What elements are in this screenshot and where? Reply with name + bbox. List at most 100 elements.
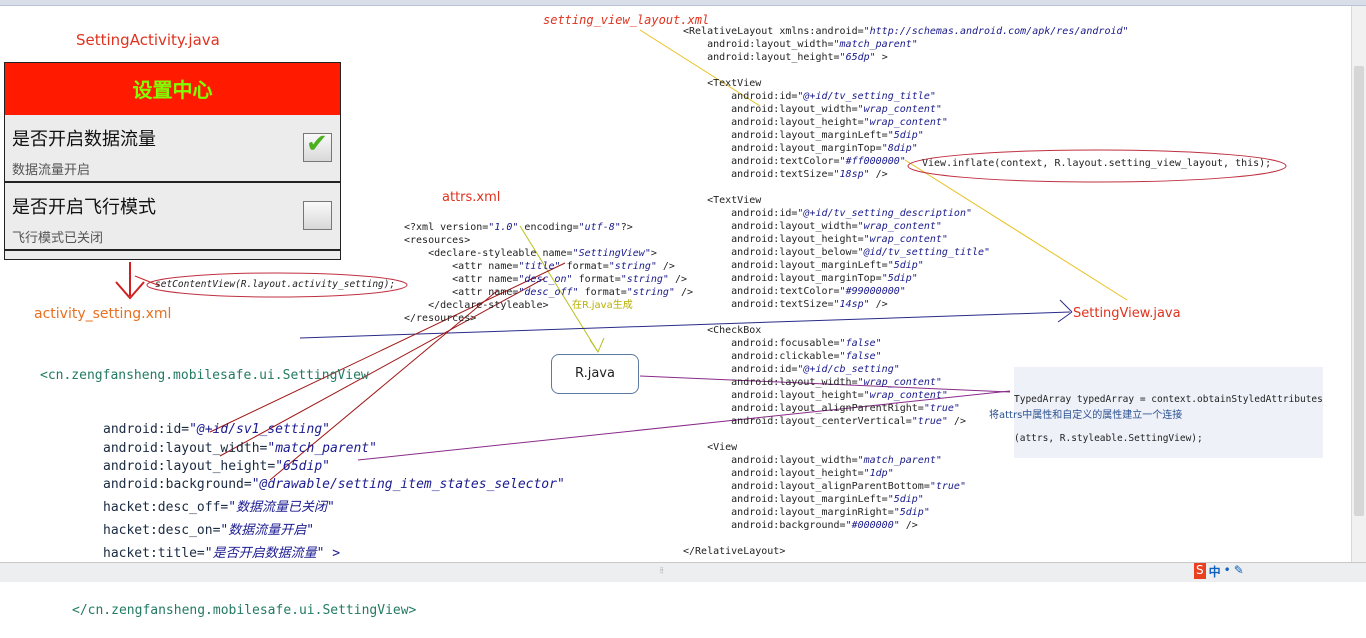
connector-setcontentview	[134, 275, 161, 287]
code-text: format=	[578, 287, 627, 298]
code-text: android:textColor=	[683, 286, 840, 297]
code-line: </RelativeLayout>	[683, 545, 1129, 558]
inflate-callout: View.inflate(context, R.layout.setting_v…	[922, 158, 1272, 169]
code-line: android:focusable="false"	[683, 337, 1129, 350]
ime-toolbar[interactable]: S 中 • ✎	[1194, 563, 1244, 579]
code-text: <attr name=	[404, 261, 519, 272]
setcontentview-ellipse	[146, 272, 408, 298]
code-line: android:layout_below="@id/tv_setting_tit…	[683, 246, 1129, 259]
connector-desc-off	[209, 262, 566, 433]
typedarray-box: TypedArray typedArray = context.obtainSt…	[1014, 367, 1323, 458]
activity-setting-label: activity_setting.xml	[34, 306, 172, 322]
setting-row-data[interactable]: 是否开启数据流量 数据流量开启 ✔	[5, 115, 340, 183]
user-icon[interactable]: •	[1223, 563, 1231, 577]
connector-title	[269, 289, 499, 481]
bottom-status-bar: ⦙⦙	[0, 562, 1366, 582]
code-text: android:layout_width=	[103, 440, 268, 456]
code-value: "65dip"	[275, 459, 330, 475]
code-line: android:layout_height="wrap_content"	[683, 116, 1129, 129]
code-line: <CheckBox	[683, 324, 1129, 337]
setting-row-airplane[interactable]: 是否开启飞行模式 飞行模式已关闭	[5, 183, 340, 251]
code-value: "@drawable/setting_item_states_selector"	[251, 477, 565, 493]
code-line: android:layout_centerVertical="true" />	[683, 415, 1129, 428]
code-line: android:id="@+id/cb_setting"	[683, 363, 1129, 376]
code-value: "true"	[911, 416, 948, 427]
code-line: android:id="@+id/tv_setting_title"	[683, 90, 1129, 103]
code-value: "match_parent"	[267, 440, 377, 456]
code-text: />	[947, 416, 966, 427]
code-value: "5dip"	[893, 507, 930, 518]
code-text: </RelativeLayout>	[683, 546, 786, 557]
code-value: "#99000000"	[839, 286, 906, 297]
attrs-link-note: 将attrs中属性和自定义的属性建立一个连接	[989, 410, 1183, 421]
code-text: />	[899, 520, 918, 531]
scroll-grip-icon[interactable]: ⦙⦙	[660, 566, 664, 575]
vertical-scrollbar[interactable]	[1351, 6, 1366, 562]
code-text: <attr name=	[404, 287, 519, 298]
code-value: "5dip"	[881, 273, 918, 284]
code-value: "5dip"	[887, 130, 924, 141]
code-text: android:layout_marginTop=	[683, 273, 882, 284]
inflate-ellipse	[907, 149, 1287, 183]
activity-setting-code: <cn.zengfansheng.mobilesafe.ui.SettingVi…	[40, 330, 565, 638]
window-top-border	[0, 0, 1366, 6]
code-line: <View	[683, 441, 1129, 454]
connector-lines	[115, 29, 1287, 481]
code-line: <attr name="desc_off" format="string" />	[404, 286, 693, 299]
code-text: android:background=	[103, 477, 252, 493]
code-line: android:layout_width="wrap_content"	[683, 220, 1129, 233]
checkbox-checked[interactable]: ✔	[303, 129, 332, 162]
code-line: <TextView	[683, 77, 1129, 90]
code-value: "#000000"	[845, 520, 900, 531]
code-text: />	[869, 299, 888, 310]
code-value: "1.0"	[488, 222, 519, 233]
code-text: <RelativeLayout xmlns:android=	[683, 26, 864, 37]
code-text: android:layout_below=	[683, 247, 858, 258]
code-line: android:background="#000000" />	[683, 519, 1129, 532]
code-value: "18sp"	[833, 169, 870, 180]
code-line	[683, 532, 1129, 545]
rjava-box: R.java	[551, 354, 639, 394]
code-value: "string"	[620, 274, 669, 285]
code-text: android:layout_marginTop=	[683, 143, 882, 154]
code-value: "数据流量开启"	[220, 522, 315, 538]
code-value: "#ff000000"	[839, 156, 906, 167]
code-text: hacket:desc_on=	[103, 522, 221, 538]
code-value: "wrap_content"	[857, 104, 942, 115]
chinese-mode-icon[interactable]: 中	[1208, 565, 1221, 579]
sogou-icon[interactable]: S	[1194, 563, 1206, 579]
code-line: android:layout_width="match_parent"	[683, 38, 1129, 51]
code-value: "是否开启数据流量" >	[204, 545, 341, 561]
code-line: <TextView	[683, 194, 1129, 207]
code-line: android:textSize="18sp" />	[683, 168, 1129, 181]
checkbox-unchecked[interactable]	[303, 201, 332, 230]
wrench-icon[interactable]: ✎	[1233, 563, 1244, 577]
code-text: android:layout_width=	[683, 39, 834, 50]
setting-activity-label: SettingActivity.java	[76, 31, 220, 49]
code-line	[683, 311, 1129, 324]
code-line	[683, 64, 1129, 77]
code-line: android:layout_alignParentBottom="true"	[683, 480, 1129, 493]
layout-code: <RelativeLayout xmlns:android="http://sc…	[683, 25, 1129, 558]
code-text: android:id=	[683, 91, 798, 102]
code-text: android:layout_marginRight=	[683, 507, 894, 518]
setting-view-layout-label: setting_view_layout.xml	[543, 13, 710, 27]
code-text: android:layout_width=	[683, 104, 858, 115]
code-value: "string"	[626, 287, 675, 298]
code-line: <declare-styleable name="SettingView">	[404, 247, 693, 260]
connector-desc-on	[219, 277, 546, 457]
code-line: </resources>	[404, 312, 693, 325]
code-line: android:layout_height="1dp"	[683, 467, 1129, 480]
arrow-to-rjava	[589, 337, 605, 354]
code-line: android:layout_marginLeft="5dip"	[683, 493, 1129, 506]
scrollbar-thumb[interactable]	[1354, 66, 1364, 516]
code-value: "5dip"	[887, 494, 924, 505]
code-line: android:layout_width="match_parent"	[683, 454, 1129, 467]
connector-attrs-to-rjava	[519, 225, 599, 353]
code-text: hacket:title=	[103, 545, 205, 561]
code-value: "65dp"	[839, 52, 876, 63]
code-text: android:textSize=	[683, 169, 834, 180]
code-text: <?xml version=	[404, 222, 489, 233]
code-value: "SettingView"	[572, 248, 651, 259]
phone-screenshot: 设置中心 是否开启数据流量 数据流量开启 ✔ 是否开启飞行模式 飞行模式已关闭	[4, 62, 341, 260]
